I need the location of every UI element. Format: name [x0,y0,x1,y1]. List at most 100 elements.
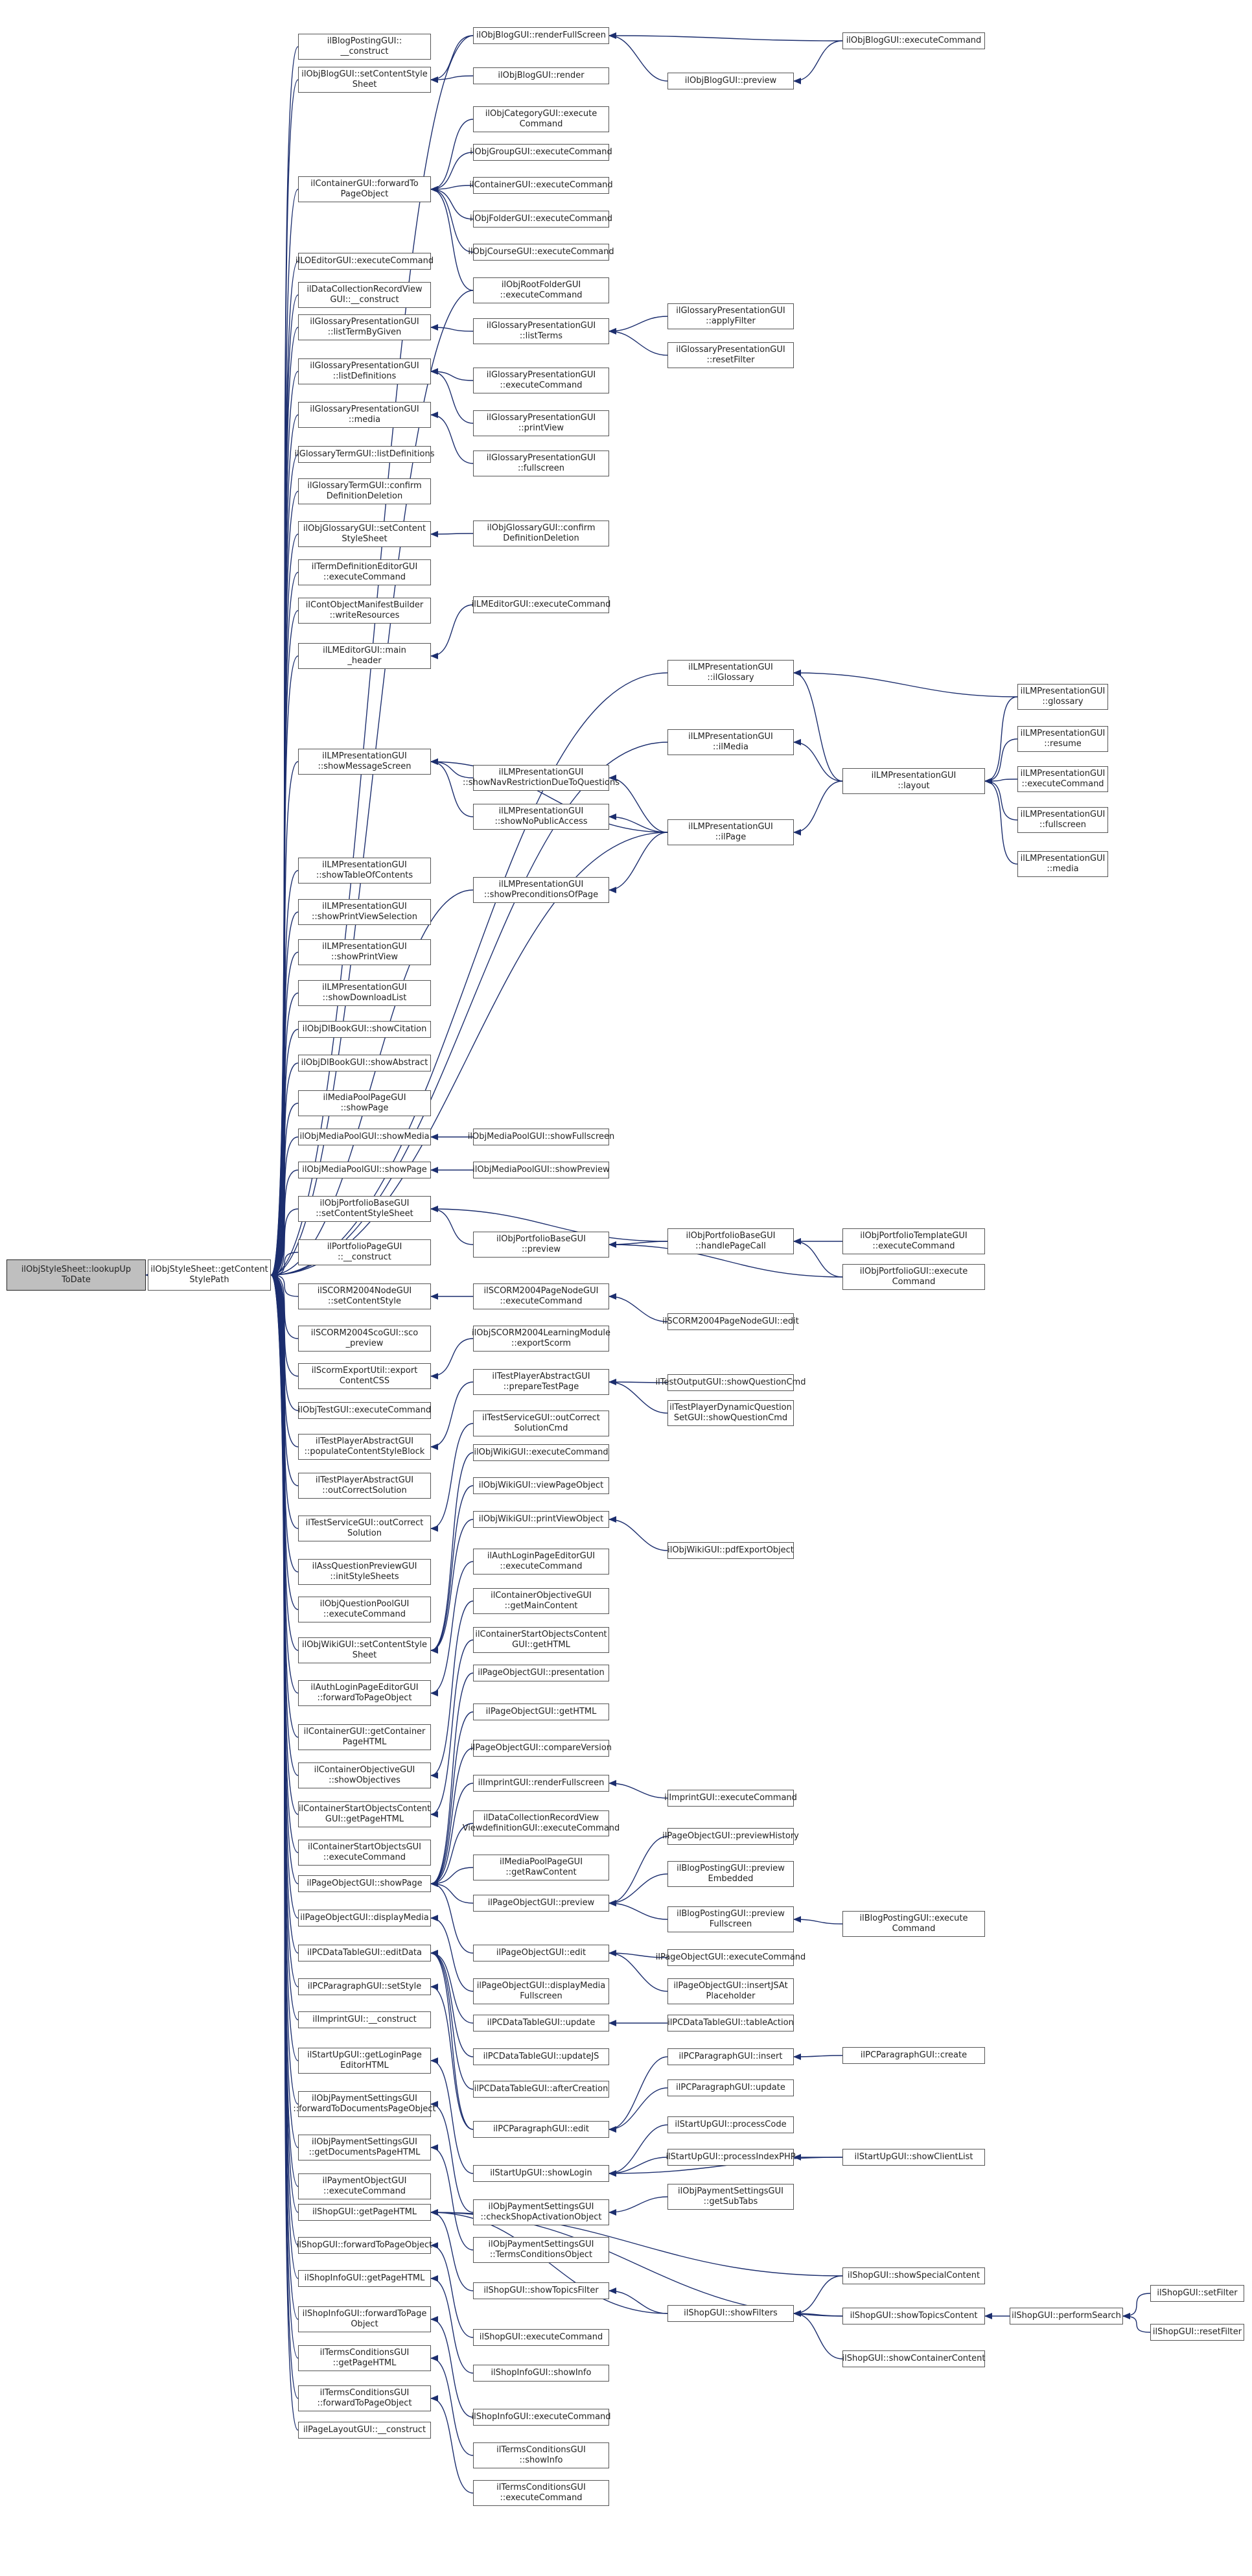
graph-node[interactable]: ilObjGlossaryGUI::setContent StyleSheet [298,521,431,547]
graph-node[interactable]: ilObjQuestionPoolGUI ::executeCommand [298,1597,431,1622]
graph-node[interactable]: ilGlossaryPresentationGUI ::applyFilter [667,303,794,329]
graph-node[interactable]: ilTermsConditionsGUI ::showInfo [473,2442,609,2468]
graph-node[interactable]: ilShopGUI::forwardToPageObject [297,2237,432,2254]
graph-node[interactable]: ilLMPresentationGUI ::executeCommand [1017,766,1108,792]
graph-node[interactable]: ilStartUpGUI::showClientList [842,2149,985,2166]
graph-node[interactable]: ilTestServiceGUI::outCorrect SolutionCmd [473,1411,609,1436]
graph-node[interactable]: ilStartUpGUI::processIndexPHP [666,2149,796,2166]
graph-node[interactable]: ilPageObjectGUI::presentation [473,1665,609,1681]
graph-node[interactable]: ilContainerStartObjectsGUI ::executeComm… [298,1840,431,1866]
graph-node[interactable]: ilObjPortfolioBaseGUI ::setContentStyleS… [298,1196,431,1222]
graph-node[interactable]: ilLMPresentationGUI ::showNavRestriction… [463,765,620,791]
graph-node[interactable]: ilContainerObjectiveGUI ::showObjectives [298,1762,431,1788]
graph-node[interactable]: ilGlossaryPresentationGUI ::listDefiniti… [298,358,431,384]
graph-node[interactable]: ilObjPortfolioGUI::execute Command [842,1264,985,1290]
graph-node[interactable]: ilObjPaymentSettingsGUI ::getSubTabs [667,2184,794,2210]
graph-node[interactable]: ilLMPresentationGUI ::showPrintView [298,939,431,965]
graph-node[interactable]: ilPCDataTableGUI::tableAction [667,2015,794,2032]
graph-node[interactable]: ilLMPresentationGUI ::media [1017,851,1108,877]
graph-node[interactable]: ilLMPresentationGUI ::glossary [1017,684,1108,710]
graph-node[interactable]: ilObjPaymentSettingsGUI ::TermsCondition… [473,2237,609,2263]
graph-node[interactable]: ilGlossaryPresentationGUI ::executeComma… [473,368,609,393]
graph-node[interactable]: ilPageObjectGUI::previewHistory [662,1828,799,1845]
graph-node[interactable]: ilShopGUI::setFilter [1150,2285,1244,2302]
graph-node[interactable]: ilLMPresentationGUI ::layout [842,768,985,794]
graph-node[interactable]: ilTestPlayerDynamicQuestion SetGUI::show… [667,1400,794,1426]
graph-node[interactable]: ilStartUpGUI::getLoginPage EditorHTML [298,2048,431,2074]
graph-node[interactable]: ilPageObjectGUI::displayMedia Fullscreen [473,1978,609,2004]
graph-node[interactable]: ilObjRootFolderGUI ::executeCommand [473,277,609,303]
graph-node[interactable]: ilContainerGUI::getContainer PageHTML [298,1724,431,1750]
graph-node[interactable]: ilObjFolderGUI::executeCommand [470,211,612,228]
graph-node[interactable]: ilObjWikiGUI::setContentStyle Sheet [298,1637,431,1663]
graph-node[interactable]: ilContObjectManifestBuilder ::writeResou… [298,598,431,624]
graph-node[interactable]: ilLMPresentationGUI ::showTableOfContent… [298,858,431,884]
graph-node[interactable]: ilAuthLoginPageEditorGUI ::executeComman… [473,1549,609,1575]
graph-node[interactable]: ilPCDataTableGUI::update [473,2015,609,2032]
graph-node[interactable]: ilPCParagraphGUI::edit [473,2121,609,2138]
graph-node[interactable]: ilContainerGUI::forwardTo PageObject [298,176,431,202]
graph-node[interactable]: ilObjPortfolioBaseGUI ::handlePageCall [667,1228,794,1254]
graph-node[interactable]: ilObjBlogGUI::renderFullScreen [473,27,609,44]
graph-node[interactable]: ilContainerStartObjectsContent GUI::getP… [298,1801,431,1827]
graph-node[interactable]: ilLMPresentationGUI ::ilPage [667,819,794,845]
graph-node[interactable]: ilLMPresentationGUI ::fullscreen [1017,807,1108,833]
graph-node[interactable]: ilDataCollectionRecordView Viewdefinitio… [463,1810,620,1836]
graph-node[interactable]: ilPCParagraphGUI::create [842,2047,985,2064]
graph-node[interactable]: ilLMPresentationGUI ::ilGlossary [667,660,794,686]
graph-node[interactable]: ilLMPresentationGUI ::resume [1017,726,1108,752]
graph-node[interactable]: ilShopInfoGUI::showInfo [473,2365,609,2382]
graph-node[interactable]: ilTermsConditionsGUI ::getPageHTML [298,2345,431,2371]
graph-node[interactable]: ilPageObjectGUI::showPage [298,1875,431,1892]
graph-node[interactable]: ilPortfolioPageGUI ::__construct [298,1239,431,1265]
graph-node[interactable]: ilBlogPostingGUI:: __construct [298,34,431,60]
graph-node[interactable]: ilObjDlBookGUI::showAbstract [298,1055,431,1071]
graph-node[interactable]: ilShopInfoGUI::getPageHTML [298,2270,431,2287]
graph-node[interactable]: ilSCORM2004NodeGUI ::setContentStyle [298,1283,431,1309]
graph-node[interactable]: ilContainerObjectiveGUI ::getMainContent [473,1588,609,1614]
graph-node[interactable]: ilImprintGUI::executeCommand [664,1790,797,1807]
graph-node[interactable]: ilObjBlogGUI::render [473,67,609,84]
graph-node[interactable]: ilObjBlogGUI::setContentStyle Sheet [298,67,431,93]
graph-node[interactable]: ilShopGUI::showSpecialContent [842,2267,985,2284]
graph-node[interactable]: ilBlogPostingGUI::execute Command [842,1911,985,1937]
graph-node[interactable]: ilTestOutputGUI::showQuestionCmd [656,1374,806,1391]
graph-node[interactable]: ilLMEditorGUI::executeCommand [472,596,610,613]
graph-node[interactable]: ilObjGlossaryGUI::confirm DefinitionDele… [473,521,609,546]
graph-node[interactable]: ilPageObjectGUI::insertJSAt Placeholder [667,1978,794,2004]
graph-node[interactable]: ilStartUpGUI::processCode [667,2116,794,2133]
graph-node[interactable]: ilPageObjectGUI::getHTML [473,1704,609,1720]
graph-node[interactable]: ilSCORM2004PageNodeGUI::edit [662,1313,799,1330]
graph-node[interactable]: ilShopGUI::showFilters [667,2305,794,2322]
graph-node[interactable]: ilTestPlayerAbstractGUI ::prepareTestPag… [473,1369,609,1395]
graph-node[interactable]: ilObjWikiGUI::printViewObject [473,1511,609,1528]
graph-node[interactable]: ilContainerGUI::executeCommand [469,177,613,194]
graph-node[interactable]: ilObjMediaPoolGUI::showMedia [298,1129,431,1145]
graph-node[interactable]: ilShopInfoGUI::executeCommand [471,2409,611,2426]
graph-node[interactable]: ilObjWikiGUI::pdfExportObject [667,1542,794,1559]
graph-node[interactable]: ilLMPresentationGUI ::showMessageScreen [298,749,431,775]
graph-node[interactable]: ilSCORM2004PageNodeGUI ::executeCommand [473,1283,609,1309]
graph-node[interactable]: ilLMPresentationGUI ::showPrintViewSelec… [298,899,431,925]
graph-node[interactable]: ilGlossaryPresentationGUI ::resetFilter [667,342,794,368]
graph-node[interactable]: ilAssQuestionPreviewGUI ::initStyleSheet… [298,1559,431,1585]
graph-node[interactable]: ilObjMediaPoolGUI::showPage [298,1162,431,1178]
graph-node[interactable]: ilPCDataTableGUI::updateJS [473,2048,609,2065]
graph-node[interactable]: ilPaymentObjectGUI ::executeCommand [298,2173,431,2199]
graph-node[interactable]: ilLMPresentationGUI ::showDownloadList [298,980,431,1006]
graph-node[interactable]: ilPageObjectGUI::edit [473,1945,609,1961]
graph-node[interactable]: ilShopGUI::showTopicsFilter [473,2282,609,2299]
graph-node[interactable]: ilMediaPoolPageGUI ::getRawContent [473,1855,609,1880]
graph-node[interactable]: ilLMEditorGUI::main _header [298,643,431,669]
graph-node[interactable]: ilGlossaryPresentationGUI ::media [298,402,431,428]
graph-node[interactable]: ilTestServiceGUI::outCorrect Solution [298,1516,431,1541]
graph-node[interactable]: ilObjWikiGUI::viewPageObject [473,1477,609,1494]
graph-node[interactable]: ilPageObjectGUI::preview [473,1895,609,1912]
graph-root-node[interactable]: ilObjStyleSheet::lookupUp ToDate [6,1259,146,1291]
graph-node[interactable]: ilTestPlayerAbstractGUI ::populateConten… [298,1434,431,1460]
graph-node[interactable]: ilObjBlogGUI::preview [667,73,794,89]
graph-node[interactable]: ilBlogPostingGUI::preview Fullscreen [667,1906,794,1932]
graph-node[interactable]: ilObjMediaPoolGUI::showPreview [472,1162,610,1178]
graph-node[interactable]: ilObjSCORM2004LearningModule ::exportSco… [472,1326,610,1352]
graph-node[interactable]: ilLMPresentationGUI ::showPreconditionsO… [473,877,609,903]
